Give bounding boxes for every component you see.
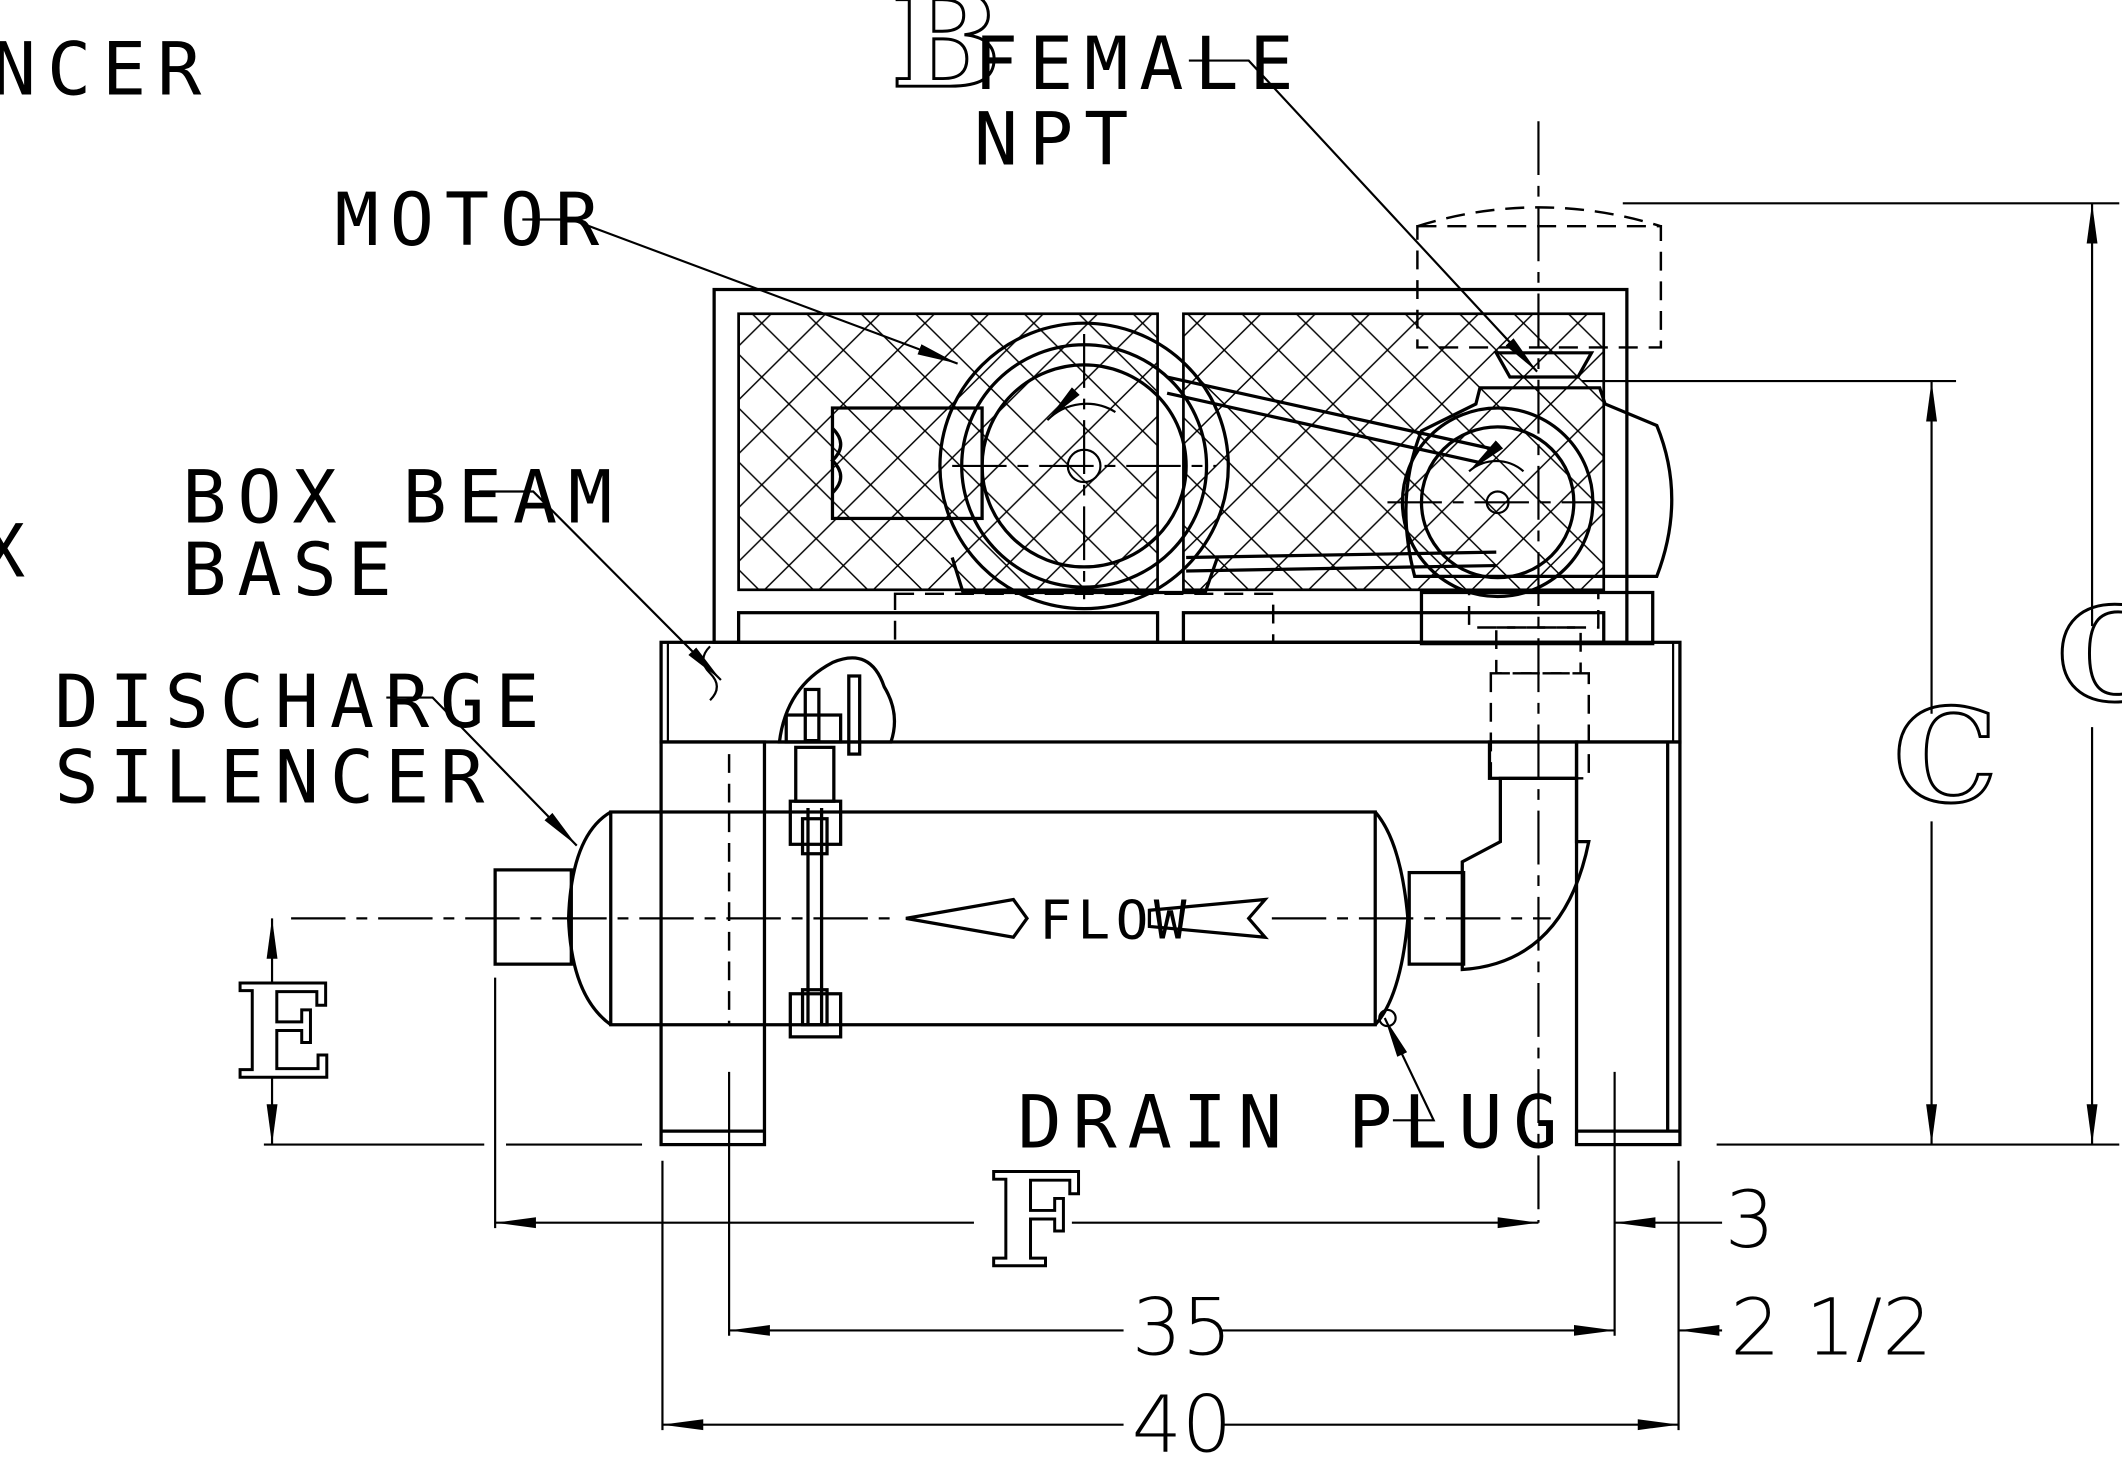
leader-box-beam [478, 490, 722, 681]
npt-label: NPT [974, 98, 1139, 183]
dimension-lines [263, 202, 2120, 1431]
box-beam-base [659, 592, 1682, 1147]
base-label: BASE [182, 529, 402, 614]
female-label: FEMALE [974, 22, 1305, 107]
leader-lines [386, 59, 1538, 1122]
leader-drain-plug [1383, 1017, 1436, 1122]
dim-letter-e: E [234, 956, 334, 1108]
dim-letter-g: G [2057, 579, 2122, 731]
dim-40: 40 [1132, 1379, 1232, 1457]
flow-label: FLOW [1039, 889, 1192, 952]
discharge-silencer [291, 674, 1551, 1039]
partial-silencer-label: NCER [0, 28, 212, 113]
dim-3: 3 [1725, 1174, 1775, 1266]
dim-2-half: 2 1/2 [1730, 1282, 1932, 1374]
drive-belt [1166, 375, 1497, 573]
leader-discharge-silencer [386, 696, 578, 847]
dim-35: 35 [1132, 1282, 1232, 1374]
partial-left-label: X [0, 510, 36, 595]
dim-letter-b: B [891, 0, 1001, 117]
silencer-label: SILENCER [54, 736, 495, 821]
discharge-label: DISCHARGE [54, 660, 550, 745]
dim-letter-c: C [1893, 680, 1997, 832]
center-lines [727, 121, 1540, 1223]
belt-guard [712, 287, 1629, 644]
leader-female-npt [1188, 59, 1538, 373]
motor-assembly [830, 321, 1230, 611]
dim-letter-f: F [988, 1144, 1081, 1296]
motor-label: MOTOR [335, 178, 611, 263]
drain-plug-label: DRAIN PLUG [1017, 1081, 1568, 1166]
